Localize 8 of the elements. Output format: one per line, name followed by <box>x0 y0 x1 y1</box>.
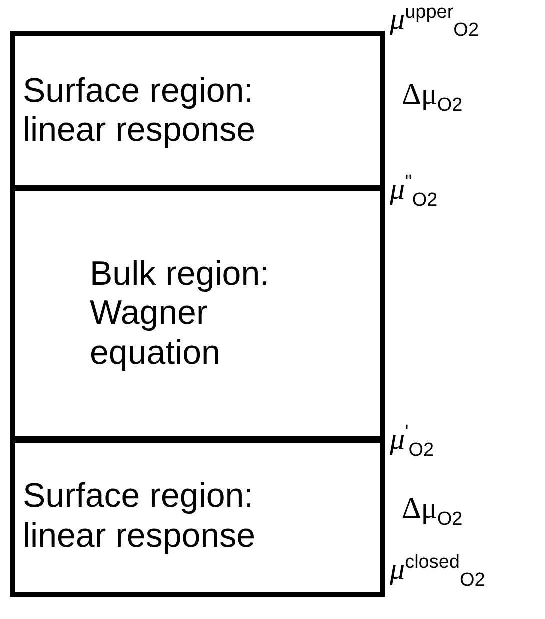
region-box <box>10 436 385 597</box>
region-box <box>10 31 385 191</box>
region-label: Surface region: linear response <box>23 72 256 150</box>
region-label: Bulk region: Wagner equation <box>90 255 271 373</box>
region-label: Surface region: linear response <box>23 477 256 556</box>
chemical-potential-label: Δμ$_{O2}$ <box>402 78 463 117</box>
region-box <box>10 185 385 443</box>
chemical-potential-label: Δμ$_{O2}$ <box>402 492 463 531</box>
